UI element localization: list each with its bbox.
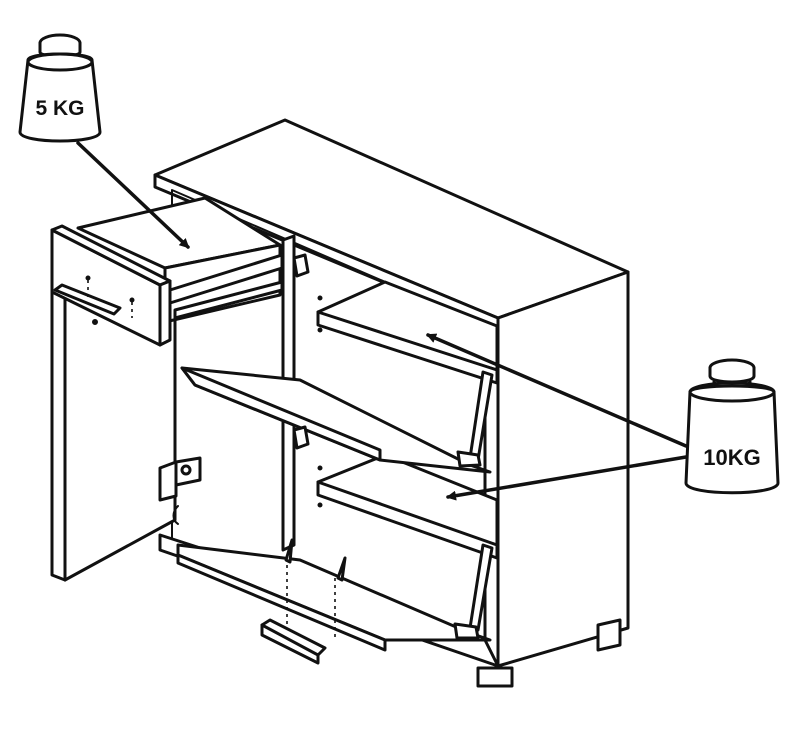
gas-strut-upper [456,370,494,468]
shelf-upper [316,280,499,385]
arrow-to-drawer [76,141,190,249]
gas-strut-lower [453,543,494,640]
flap-lower [176,543,492,652]
flap-handle [260,538,347,665]
door-pin-hole [92,319,98,325]
weight-10kg: 10KG [684,358,780,495]
flap-upper [180,366,492,474]
arrow-to-lower-shelf [446,455,688,501]
hinge-blocks [292,253,310,450]
cabinet-foot-front [476,666,514,688]
drawer-handle [53,275,135,318]
weight-5kg-label: 5 KG [35,97,84,120]
drawer [50,196,284,347]
weight-10kg-label: 10KG [703,445,760,470]
weight-5kg: 5 KG [18,33,102,143]
shelf-pin-holes [317,295,323,508]
shelf-lower [316,453,499,560]
cabinet-foot-right [596,618,622,652]
door-hinge [158,456,202,525]
arrow-to-upper-shelf [426,333,688,448]
